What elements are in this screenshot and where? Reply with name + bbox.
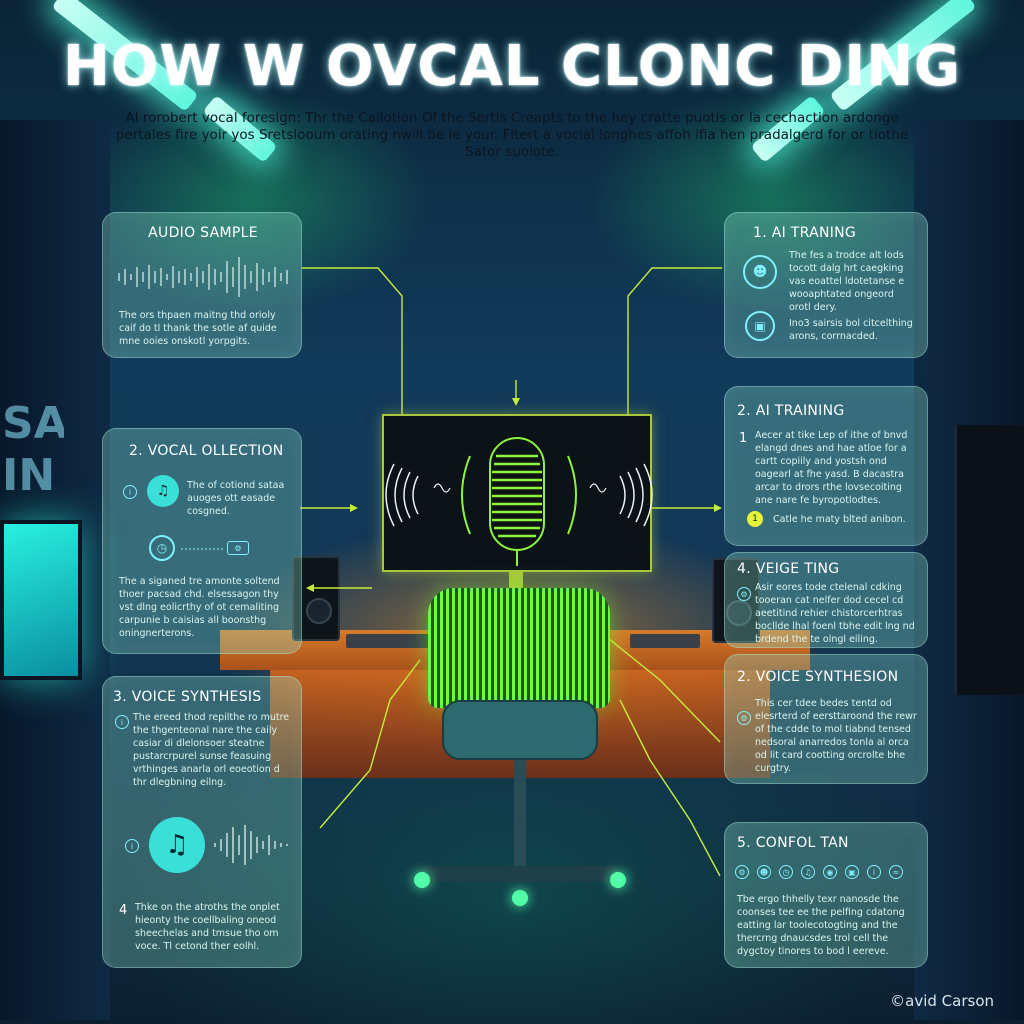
music-note-icon: ♫ [801, 865, 815, 879]
waveform-icon [214, 825, 288, 865]
document-icon: ▣ [845, 865, 859, 879]
desk-speaker-left [292, 556, 340, 641]
panel-body: The fes a trodce alt lods tocott dalg hr… [789, 250, 905, 313]
panel-title: 4. VEIGE TING [737, 561, 840, 577]
chair-wheel [512, 890, 528, 906]
panel-body: Tbe ergo thhelly texr nanosde the coonse… [737, 894, 905, 957]
chair-seat [442, 700, 598, 760]
robot-icon: ☻ [757, 865, 771, 879]
monitor-stand [509, 572, 523, 590]
panel-ai-training-1: 1. AI TRANING ☻ The fes a trodce alt lod… [724, 212, 928, 358]
microphone-icon [385, 437, 653, 566]
artist-signature: ©avid Carson [890, 992, 994, 1010]
central-monitor [382, 414, 653, 572]
dotted-link [181, 548, 223, 550]
waveform-icon: ≈ [889, 865, 903, 879]
panel-note: Catle he maty blted anibon. [773, 514, 906, 525]
panel-title: 2. AI TRAINING [737, 403, 845, 419]
panel-vocal-collection: 2. VOCAL OLLECTION i ♫ The of cotiond sa… [102, 428, 302, 654]
panel-title: 5. CONFOL TAN [737, 835, 849, 851]
panel-ai-training-2: 2. AI TRAINING 1 Aecer at tike Lep of it… [724, 386, 928, 546]
keyboard-right [630, 634, 700, 648]
page-subtitle: AI rorobert vocal foreslgn: Thr the Call… [115, 110, 909, 160]
side-screen-graphic: SATIN [2, 398, 64, 501]
panel-voice-synthesis-left: 3. VOICE SYNTHESIS i The ereed thod repi… [102, 676, 302, 968]
info-icon: i [125, 839, 139, 853]
settings-icon: ⚙ [737, 711, 751, 725]
clock-icon: ◷ [149, 535, 175, 561]
info-icon: i [115, 715, 129, 729]
panel-audio-sample: AUDIO SAMPLE The ors thpaen maitng thd o… [102, 212, 302, 358]
panel-body: The of cotiond sataa auoges ott easade c… [187, 480, 285, 517]
panel-body: The ereed thod repilthe ro mutre the thg… [133, 712, 290, 788]
step-number: 4 [119, 903, 128, 918]
panel-body: Aecer at tike Lep of ithe of bnvd elangd… [755, 430, 908, 506]
panel-voice-editing: 4. VEIGE TING ⚙ Asir eores tode ctelenal… [724, 552, 928, 648]
floor-speaker [954, 425, 1024, 695]
panel-title: 2. VOICE SYNTHESION [737, 669, 899, 685]
panel-body: This cer tdee bedes tentd od elesrterd o… [755, 698, 917, 774]
panel-title: AUDIO SAMPLE [148, 225, 258, 241]
settings-icon: ⚙ [735, 865, 749, 879]
step-number: 1 [739, 431, 748, 446]
info-icon: i [867, 865, 881, 879]
chair-wheel [610, 872, 626, 888]
chair-pole [514, 760, 526, 870]
panel-footer: Thke on the atroths the onplet hieonty t… [135, 902, 280, 952]
keyboard-left [346, 634, 436, 648]
microphone-icon: ◉ [823, 865, 837, 879]
panel-title: 2. VOCAL OLLECTION [129, 443, 284, 459]
panel-title: 3. VOICE SYNTHESIS [113, 689, 262, 705]
chair-base [420, 866, 620, 882]
chair-wheel [414, 872, 430, 888]
document-icon: ▣ [745, 311, 775, 341]
music-note-icon: ♫ [147, 475, 179, 507]
panel-body: The ors thpaen maitng thd orioly caif do… [119, 310, 277, 347]
robot-icon: ☻ [743, 255, 777, 289]
panel-body: The a siganed tre amonte soltend thoer p… [119, 576, 280, 639]
clock-icon: ◷ [779, 865, 793, 879]
info-icon: i [123, 485, 137, 499]
panel-title: 1. AI TRANING [753, 225, 857, 241]
settings-icon: ⚙ [737, 587, 751, 601]
music-note-icon: ♫ [149, 817, 205, 873]
settings-icon: ⚙ [227, 541, 249, 555]
waveform-icon [118, 257, 288, 297]
panel-body: Asir eores tode ctelenal cdking tooeran … [755, 582, 915, 645]
panel-voice-synthesis-right: 2. VOICE SYNTHESION ⚙ This cer tdee bede… [724, 654, 928, 784]
chair-backrest [428, 588, 610, 708]
panel-body: Ino3 sairsis bol citcelthing arons, corr… [789, 318, 913, 342]
side-monitor [0, 520, 82, 680]
panel-confol-tan: 5. CONFOL TAN ⚙ ☻ ◷ ♫ ◉ ▣ i ≈ Tbe ergo t… [724, 822, 928, 968]
page-title: HOW W OVCAL CLONC DING [62, 34, 962, 99]
desk-speaker-right [712, 558, 760, 643]
info-icon: 1 [747, 511, 763, 527]
